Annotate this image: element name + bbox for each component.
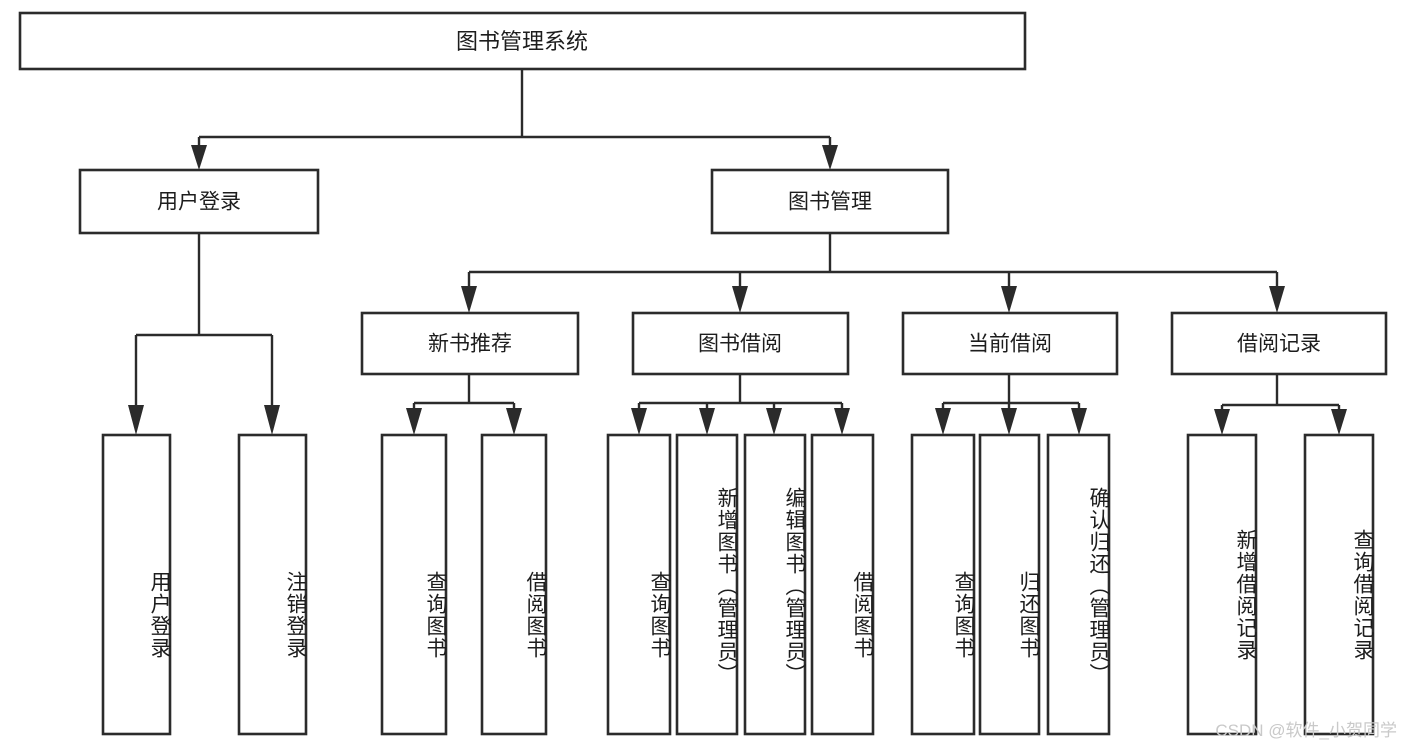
arrow-head-leaf-borrow-book-2 bbox=[834, 408, 850, 435]
node-box-leaf-user-login[interactable] bbox=[101, 433, 172, 736]
node-box-leaf-confirm-return[interactable] bbox=[1046, 433, 1111, 736]
arrow-head-book-borrow bbox=[732, 286, 748, 313]
arrow-head-leaf-query-record bbox=[1331, 409, 1347, 435]
node-box-user-login[interactable] bbox=[78, 168, 320, 235]
csdn-watermark: CSDN @软件_小贺同学 bbox=[1215, 721, 1397, 740]
node-box-leaf-query-book-3[interactable] bbox=[910, 433, 976, 736]
node-label-current-borrow: 当前借阅 bbox=[968, 333, 1052, 356]
node-box-leaf-query-book-2[interactable] bbox=[606, 433, 672, 736]
node-box-leaf-edit-book[interactable] bbox=[743, 433, 807, 736]
arrow-head-leaf-edit-book bbox=[766, 408, 782, 435]
node-label-book-borrow: 图书借阅 bbox=[698, 333, 782, 356]
node-box-leaf-return-book[interactable] bbox=[978, 433, 1041, 736]
arrow-head-leaf-add-record bbox=[1214, 409, 1230, 435]
arrow-head-new-book-recommend bbox=[461, 286, 477, 313]
node-box-leaf-query-record[interactable] bbox=[1303, 433, 1375, 736]
node-box-leaf-user-logout[interactable] bbox=[237, 433, 308, 736]
arrow-head-leaf-user-login bbox=[128, 405, 144, 435]
arrow-head-leaf-add-book bbox=[699, 408, 715, 435]
arrow-head-user-login bbox=[191, 145, 207, 170]
node-box-current-borrow[interactable] bbox=[901, 311, 1119, 376]
node-box-book-manage[interactable] bbox=[710, 168, 950, 235]
node-label-book-manage: 图书管理 bbox=[788, 191, 872, 214]
node-box-root[interactable] bbox=[18, 11, 1027, 71]
arrow-head-book-manage bbox=[822, 145, 838, 170]
node-box-leaf-add-book[interactable] bbox=[675, 433, 739, 736]
arrow-head-leaf-confirm-return bbox=[1071, 408, 1087, 435]
arrow-head-leaf-query-book-3 bbox=[935, 408, 951, 435]
node-label-new-book-recommend: 新书推荐 bbox=[428, 333, 512, 356]
node-layer: 图书管理系统 用户登录 图书管理 新书推荐 图书借阅 当前借阅 借阅记录 bbox=[18, 11, 1388, 736]
node-box-leaf-query-book-1[interactable] bbox=[380, 433, 448, 736]
arrow-head-leaf-user-logout bbox=[264, 405, 280, 435]
node-box-borrow-record[interactable] bbox=[1170, 311, 1388, 376]
node-label-borrow-record: 借阅记录 bbox=[1237, 333, 1321, 356]
node-box-new-book-recommend[interactable] bbox=[360, 311, 580, 376]
node-box-leaf-borrow-book-2[interactable] bbox=[810, 433, 875, 736]
node-label-root: 图书管理系统 bbox=[456, 29, 588, 54]
node-box-book-borrow[interactable] bbox=[631, 311, 850, 376]
arrow-head-current-borrow bbox=[1001, 286, 1017, 313]
arrow-head-leaf-return-book bbox=[1001, 408, 1017, 435]
node-label-user-login: 用户登录 bbox=[157, 191, 241, 214]
arrow-head-borrow-record bbox=[1269, 286, 1285, 313]
connector-layer bbox=[128, 69, 1347, 435]
arrow-head-leaf-query-book-2 bbox=[631, 408, 647, 435]
arrow-head-leaf-borrow-book-1 bbox=[506, 408, 522, 435]
node-box-leaf-borrow-book-1[interactable] bbox=[480, 433, 548, 736]
node-box-leaf-add-record[interactable] bbox=[1186, 433, 1258, 736]
arrow-head-leaf-query-book-1 bbox=[406, 408, 422, 435]
